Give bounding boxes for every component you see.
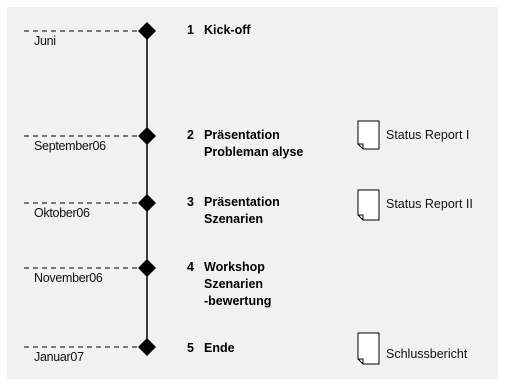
milestone-number: 4 [187,260,194,274]
milestone-number: 3 [187,195,194,209]
document-icon [357,189,380,221]
milestone-title: Workshop Szenarien -bewertung [204,260,272,308]
diagram-background [7,7,498,379]
milestone-title: Ende [204,341,235,355]
date-label: Juni [34,34,56,48]
milestone-diamond [138,259,156,277]
report-label: Schlussbericht [386,347,468,361]
report-label: Status Report I [386,128,470,142]
report-label: Status Report II [386,197,473,211]
date-label: November06 [34,271,103,285]
milestone-diamond [138,194,156,212]
milestone-diamond [138,338,156,356]
date-label: September06 [34,139,106,153]
date-label: Oktober06 [34,206,90,220]
milestone-number: 1 [187,23,194,37]
milestone-title: Präsentation Szenarien [204,195,280,226]
milestone-number: 2 [187,128,194,142]
document-icon [357,332,380,365]
date-label: Januar07 [34,350,84,364]
document-icon [357,120,380,150]
milestone-title: Präsentation Probleman alyse [204,128,304,159]
milestone-diamond [138,22,156,40]
milestone-number: 5 [187,341,194,355]
milestone-title: Kick-off [204,23,251,37]
milestone-diamond [138,127,156,145]
